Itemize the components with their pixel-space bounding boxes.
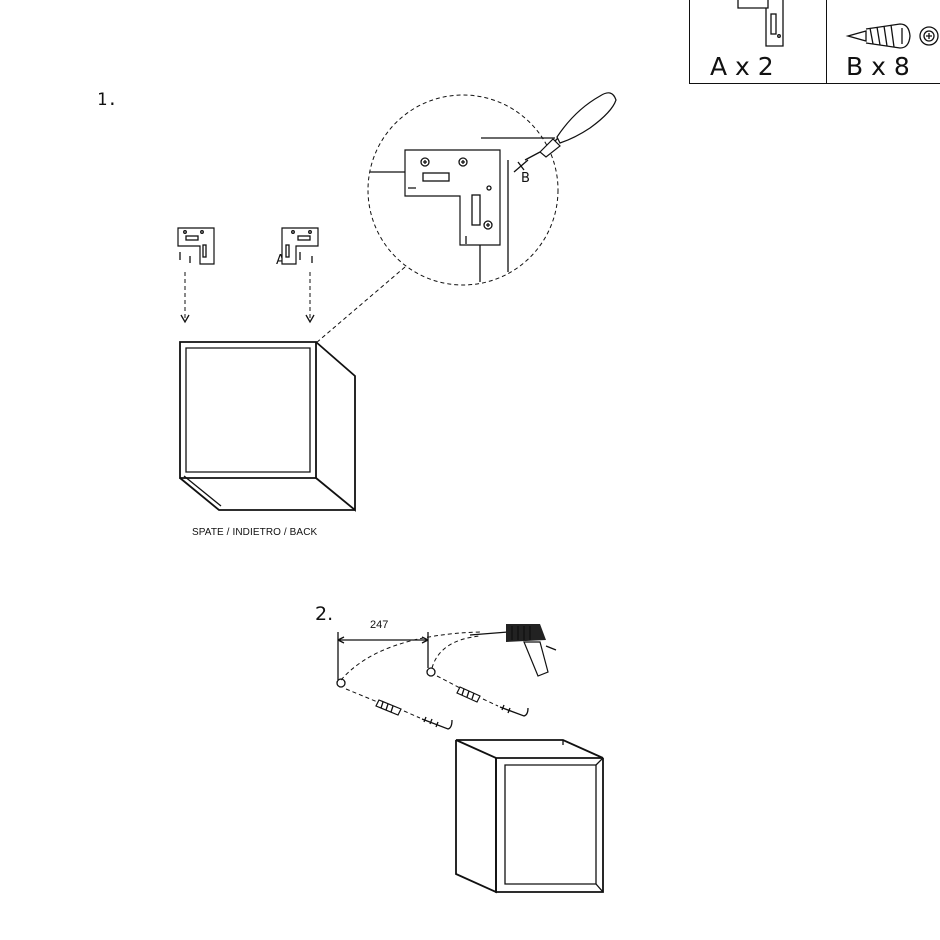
bracket-a-right-label: A [276,253,285,268]
cabinet-back-view [179,341,356,512]
wall-hook-left [421,716,453,730]
back-caption: SPATE / INDIETRO / BACK [192,527,318,538]
screw-b-label: B [521,171,530,186]
drill-icon [469,624,557,677]
cabinet-front-view [455,739,604,894]
wall-plug-left [375,699,402,716]
bracket-a-right [281,227,319,265]
part-b-quantity: B x 8 [846,52,910,81]
screw-icon [845,23,939,49]
screwdriver-icon [513,92,617,173]
dimension-line [337,632,429,680]
step-1-number: 1. [97,90,118,110]
bracket-a-left [177,227,215,265]
wall-plug-right [456,686,481,703]
part-a-quantity: A x 2 [710,52,774,81]
step-2-number: 2. [315,603,334,625]
parts-legend-divider [826,0,828,84]
corner-bracket-icon [737,0,784,47]
dimension-label: 247 [370,619,389,631]
parts-legend [689,0,940,84]
magnified-detail [367,94,559,286]
wall-hook-right [499,704,529,717]
